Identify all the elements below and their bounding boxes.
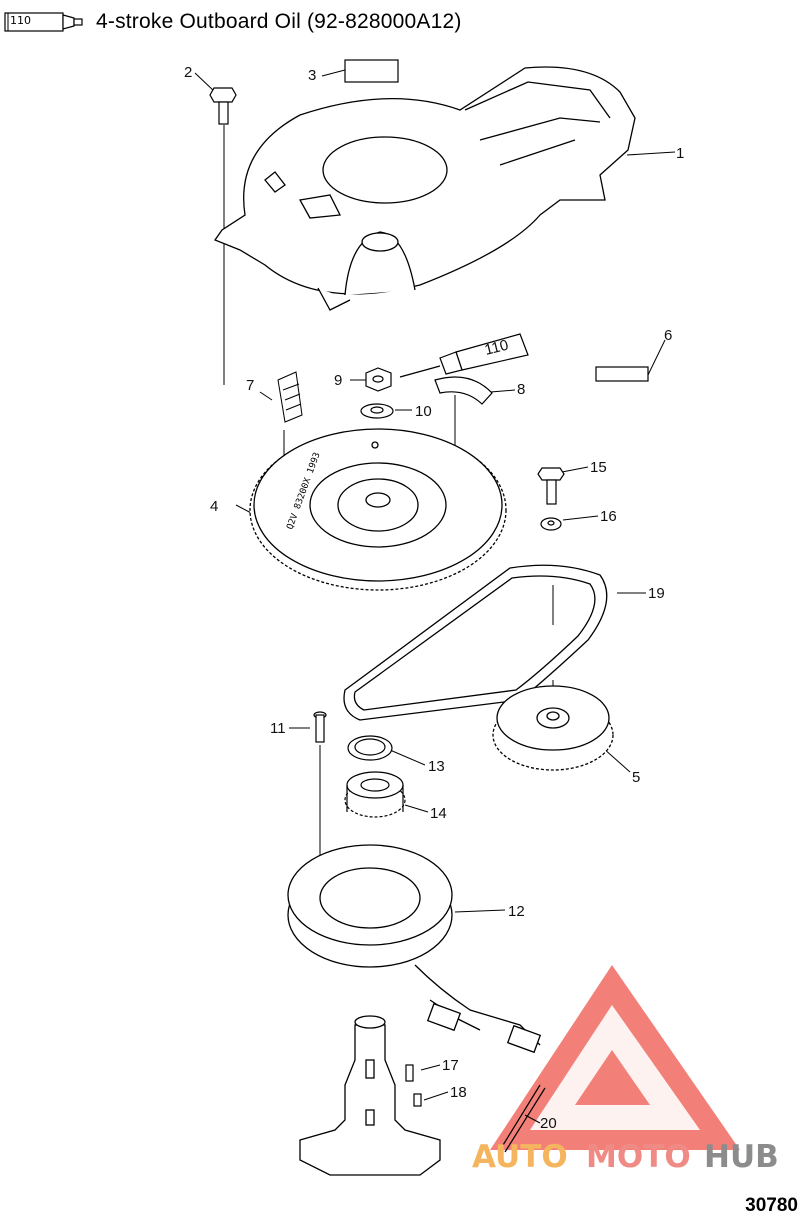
bolt-2 [209,87,237,125]
callout-20: 20 [540,1115,557,1132]
watermark-logo [490,965,740,1150]
oil-tube-icon [399,333,529,378]
callout-4: 4 [210,498,218,515]
flywheel-4 [249,428,507,591]
washer-10 [360,403,394,419]
callout-18: 18 [450,1084,467,1101]
callout-17: 17 [442,1057,459,1074]
page-title: 4-stroke Outboard Oil (92-828000A12) [96,10,462,33]
oil-tube-icon-header: 110 [4,11,84,33]
svg-text:AUTO: AUTO [472,1139,568,1175]
ring-13 [347,735,393,761]
decal-3 [344,59,399,83]
oil-tube-label: 110 [483,337,510,359]
flywheel-cover [213,66,636,311]
pin-17 [405,1064,414,1082]
callout-9: 9 [334,372,342,389]
crankshaft [299,1015,441,1176]
decal-8 [434,376,493,405]
callout-5: 5 [632,769,640,786]
screw-11 [313,711,327,743]
decal-6 [595,366,649,382]
key-7 [277,371,303,423]
callout-12: 12 [508,903,525,920]
callout-11: 11 [270,720,286,737]
callout-7: 7 [246,377,254,394]
callout-labels: 1 2 3 4 5 6 7 8 9 10 11 12 13 14 15 16 1… [184,64,684,1132]
gear-14 [344,771,406,818]
callout-13: 13 [428,758,445,775]
pin-18 [413,1093,422,1107]
pulley-5 [492,685,614,771]
callout-19: 19 [648,585,665,602]
callout-16: 16 [600,508,617,525]
watermark-text: AUTO MOTO HUB [472,1139,779,1175]
svg-text:HUB: HUB [704,1139,779,1175]
belt-19 [343,564,608,721]
nut-9 [365,367,392,392]
bolt-15 [537,467,565,505]
callout-6: 6 [664,327,672,344]
callout-14: 14 [430,805,447,822]
figure-id: 30780 [745,1195,798,1216]
header: 110 4-stroke Outboard Oil (92-828000A12) [4,8,462,36]
tube-label: 110 [10,14,31,27]
callout-3: 3 [308,67,316,84]
svg-text:MOTO: MOTO [586,1139,691,1175]
callout-1: 1 [676,145,684,162]
callout-8: 8 [517,381,525,398]
stator-12 [287,844,542,1054]
callout-2: 2 [184,64,192,81]
washer-16 [540,517,562,531]
rod-20 [499,1084,546,1153]
callout-10: 10 [415,403,432,420]
callout-15: 15 [590,459,607,476]
